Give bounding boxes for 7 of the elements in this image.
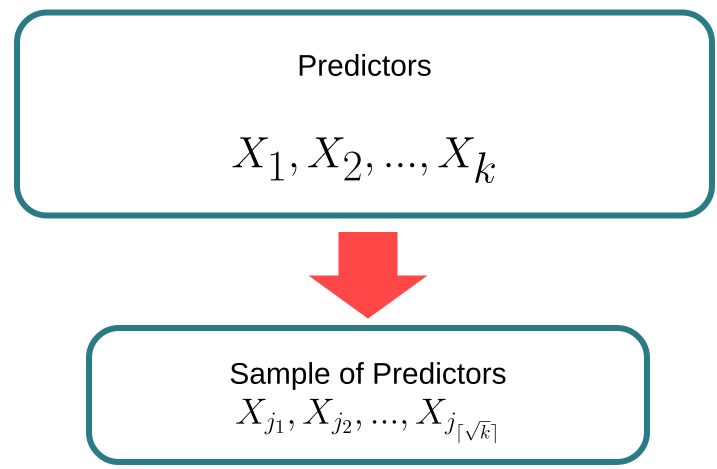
- heading: Sample of Predictors: [230, 362, 506, 390]
- process-box: [86, 325, 650, 465]
- formula: $X_1, X_2, ..., X_k$: [232, 137, 495, 184]
- formula: $X_{j_1}, X_{j_2}, ..., X_{j_{\lceil \sqrt{k} \rceil}}$: [236, 398, 496, 444]
- block-arrow: [308, 232, 428, 319]
- heading: Predictors: [300, 54, 431, 76]
- process-box: [14, 10, 715, 218]
